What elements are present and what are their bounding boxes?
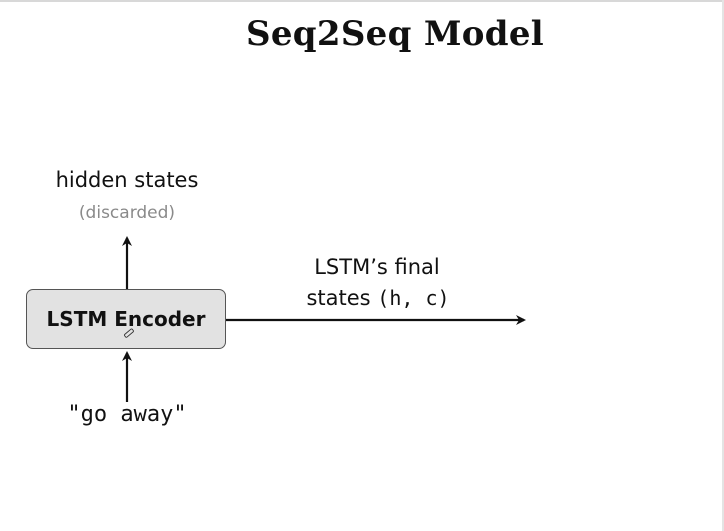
pen-cursor-icon	[123, 328, 134, 338]
lstm-encoder-box: LSTM Encoder	[26, 289, 226, 349]
hidden-states-label: hidden states	[55, 168, 199, 192]
lstm-encoder-label: LSTM Encoder	[46, 307, 206, 331]
top-border	[0, 0, 724, 2]
discarded-note: (discarded)	[78, 203, 176, 223]
right-border	[722, 0, 724, 531]
input-sequence-label: "go away"	[67, 402, 187, 427]
final-states-word: states	[306, 286, 371, 310]
final-states-label-line2: states (h, c)	[278, 286, 478, 310]
final-states-label-line1: LSTM’s final	[314, 255, 440, 279]
slide-title: Seq2Seq Model	[246, 14, 544, 54]
final-states-code: (h, c)	[377, 286, 450, 310]
